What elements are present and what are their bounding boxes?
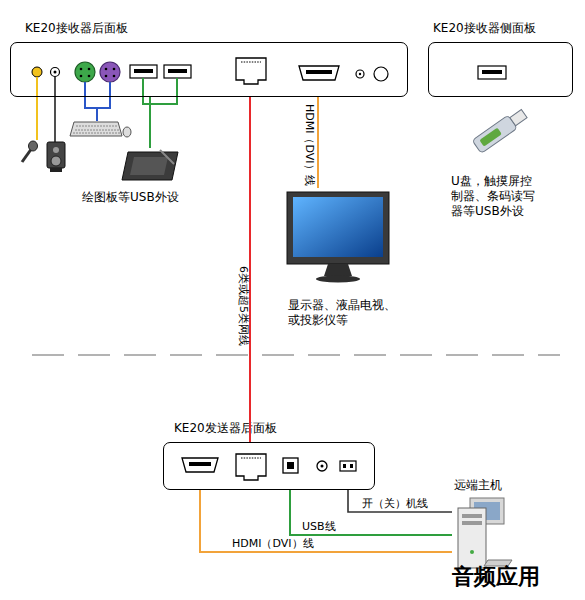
usb-port: [130, 65, 157, 78]
speaker-stand: [50, 168, 62, 172]
cable-label: USB线: [302, 521, 336, 533]
ps2-port: [75, 62, 95, 82]
receiver-back-panel: KE20接收器后面板: [10, 42, 408, 97]
rj45-pins: [241, 62, 261, 63]
ps2-wire: [96, 108, 98, 121]
panel-title: KE20接收器侧面板: [433, 21, 536, 36]
display-device: 显示器、液晶电视、或投影仪等: [282, 188, 400, 328]
dc-jack: [356, 70, 364, 78]
usb-port: [478, 66, 506, 79]
rj45-port: [236, 58, 266, 84]
usb-tongue: [134, 69, 153, 73]
panel-title: KE20接收器后面板: [25, 21, 128, 36]
rj45-port: [236, 454, 266, 480]
cable-connector: [317, 97, 319, 188]
cable-connector: [290, 490, 452, 535]
usb-peripheral-group: 绘图板等USB外设: [80, 148, 192, 208]
remote-host: 远端主机: [452, 478, 518, 560]
usb-b-port: [283, 458, 298, 473]
ps2-pin: [80, 75, 83, 78]
tablet-pen: [160, 150, 174, 164]
usb-tongue: [168, 69, 187, 73]
host-power-led: [470, 550, 474, 554]
usb-stick-plug: [510, 110, 527, 126]
dc-jack: [317, 461, 327, 471]
watermark: 音频应用: [452, 562, 540, 592]
host-drive-bay: [462, 521, 482, 525]
monitor-stand: [324, 264, 352, 276]
audio-jack-hole: [54, 71, 57, 74]
usb-device-group: U盘，触摸屏控制器、条码读写器等USB外设: [445, 100, 545, 225]
speaker-tweeter: [53, 147, 59, 153]
monitor-frame: [287, 192, 389, 264]
speaker-box: [47, 142, 65, 168]
cable-label: 6类或超5类网线: [237, 266, 249, 346]
usb-stick-body: [472, 115, 517, 153]
monitor-screen: [293, 197, 383, 257]
ps2-pin: [105, 68, 108, 71]
ps2-pin: [88, 75, 91, 78]
panel-title: KE20发送器后面板: [174, 421, 277, 436]
audio-wire: [36, 77, 38, 140]
ps2-wire: [85, 82, 110, 108]
device-caption: 远端主机: [454, 478, 502, 493]
ps2-pin: [113, 75, 116, 78]
ps2-port: [100, 62, 120, 82]
usb-stick-label: [479, 128, 502, 147]
cable-connector: [348, 490, 452, 512]
cable-connector: [149, 97, 151, 148]
round-button: [374, 67, 388, 81]
dc-jack-pin: [321, 465, 324, 468]
host-tower: [458, 508, 486, 568]
hdmi-port: [299, 66, 339, 80]
microphone-head: [29, 141, 38, 151]
hdmi-port: [182, 458, 218, 472]
host-drive-bay: [462, 514, 482, 518]
ps2-pin: [105, 75, 108, 78]
usb-b-pins: [287, 462, 294, 469]
ps2-pin: [88, 68, 91, 71]
ps2-pin: [80, 68, 83, 71]
rj45-pins: [241, 458, 261, 459]
hdmi-pins: [189, 462, 211, 466]
device-caption: 显示器、液晶电视、或投影仪等: [288, 298, 400, 328]
ps2-pin: [113, 68, 116, 71]
monitor-base: [316, 276, 360, 283]
separator-dashed-line: [32, 354, 560, 356]
cable-connector: [249, 97, 251, 442]
mouse: [123, 127, 131, 137]
receiver-side-panel: KE20接收器侧面板: [428, 42, 573, 97]
usb-wire: [143, 78, 177, 104]
hdmi-pins: [306, 70, 332, 74]
cable-label: 开（关）机线: [362, 498, 428, 510]
usb-port: [164, 65, 191, 78]
device-caption: U盘，触摸屏控制器、条码读写器等USB外设: [451, 174, 541, 219]
tablet-surface: [130, 157, 168, 175]
cable-connector: [200, 490, 452, 552]
usb-stick: [472, 107, 529, 153]
power-switch-connector: [340, 461, 356, 471]
audio-wire: [54, 77, 56, 142]
dc-jack-pin: [359, 73, 361, 75]
keyboard-keys: [73, 126, 120, 133]
cable-label: HDMI（DVI）线: [303, 104, 315, 186]
drawing-tablet: [122, 152, 178, 180]
cable-label: HDMI（DVI）线: [232, 538, 314, 550]
audio-jack: [51, 68, 60, 77]
usb-tongue: [482, 70, 502, 74]
speaker-woofer: [51, 156, 61, 166]
device-caption: 绘图板等USB外设: [82, 190, 179, 205]
keyboard: [70, 122, 122, 136]
sender-back-panel: KE20发送器后面板: [163, 442, 375, 490]
audio-jack: [32, 67, 42, 77]
connector-pin: [350, 464, 353, 468]
connector-pin: [343, 464, 346, 468]
